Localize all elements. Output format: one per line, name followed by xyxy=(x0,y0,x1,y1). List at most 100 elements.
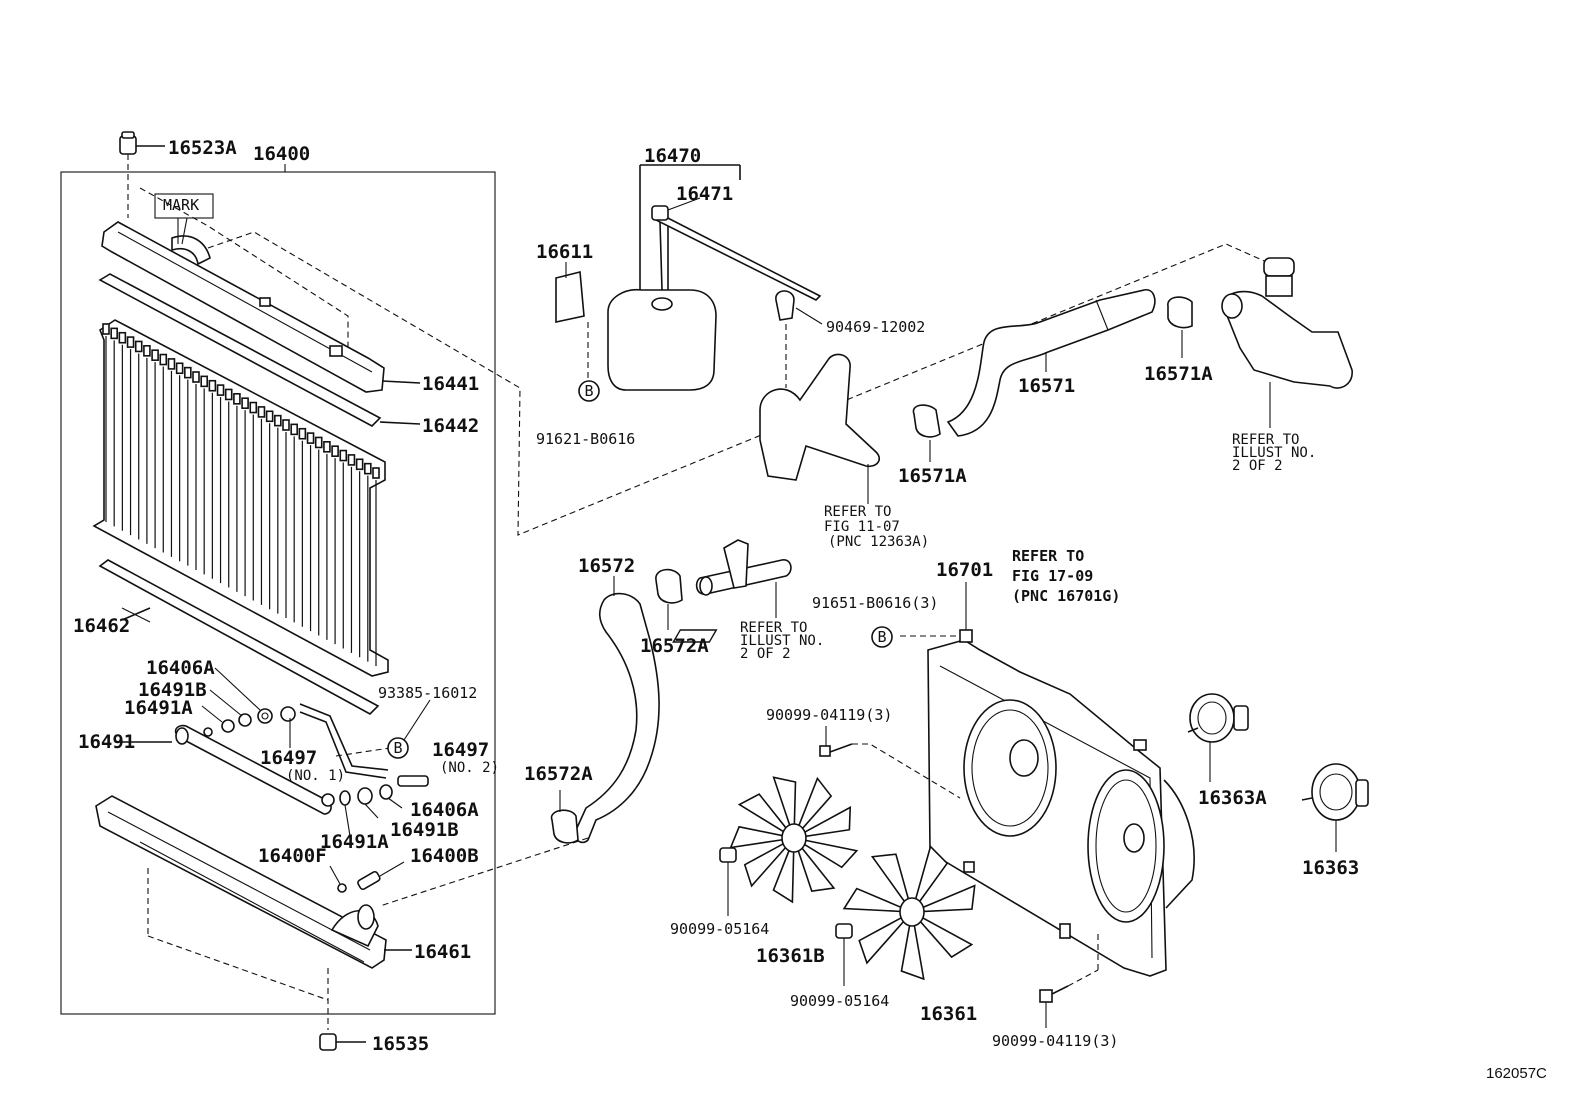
bubble-b-3: B xyxy=(871,626,893,648)
label-90099-05164-mid: 90099-05164 xyxy=(790,992,889,1010)
bracket-16611 xyxy=(555,270,585,323)
label-16363: 16363 xyxy=(1302,857,1359,879)
fan-motor-16363A xyxy=(1187,693,1249,782)
lower-hose-group xyxy=(379,539,792,907)
grommet-16535 xyxy=(319,1033,366,1051)
label-16572: 16572 xyxy=(578,555,635,577)
label-16611: 16611 xyxy=(536,241,593,263)
svg-text:B: B xyxy=(584,382,593,400)
fan-shroud-group xyxy=(672,582,1195,977)
svg-text:ILLUST NO.: ILLUST NO. xyxy=(1232,445,1316,461)
bubble-b-2: B xyxy=(387,737,409,759)
label-16491A-top: 16491A xyxy=(124,697,193,719)
callout-labels: 16523A 16400 MARK 16441 16442 16462 1640… xyxy=(73,137,1547,1082)
upper-radiator-hose-16571 xyxy=(946,289,1156,437)
label-93385: 93385-16012 xyxy=(378,684,477,702)
label-16491B-top: 16491B xyxy=(138,679,207,701)
engine-bracket xyxy=(759,353,881,481)
radiator-assembly-group xyxy=(60,131,1281,1051)
label-16491B-bot: 16491B xyxy=(390,819,459,841)
drain-fittings xyxy=(201,667,389,779)
label-16491A-bot: 16491A xyxy=(320,831,389,853)
label-16571: 16571 xyxy=(1018,375,1075,397)
svg-text:2 OF 2: 2 OF 2 xyxy=(1232,458,1283,474)
svg-text:(PNC 16701G): (PNC 16701G) xyxy=(1012,587,1120,605)
water-outlet xyxy=(1222,290,1353,389)
label-16461: 16461 xyxy=(414,941,471,963)
label-no1: (NO. 1) xyxy=(286,768,345,784)
label-16462: 16462 xyxy=(73,615,130,637)
radiator-assembly-box xyxy=(60,171,496,1015)
label-91651: 91651-B0616(3) xyxy=(812,594,938,612)
gasket-16462 xyxy=(98,559,380,715)
svg-text:B: B xyxy=(393,739,402,757)
bubble-b-1: B xyxy=(578,380,600,402)
note-refer-illust-top: REFER TO ILLUST NO. 2 OF 2 xyxy=(1232,432,1316,474)
svg-text:REFER TO: REFER TO xyxy=(824,504,891,520)
label-16363A: 16363A xyxy=(1198,787,1267,809)
label-90099-04119-top: 90099-04119(3) xyxy=(766,706,892,724)
radiator-core xyxy=(92,319,389,677)
label-16400B: 16400B xyxy=(410,845,479,867)
label-no2: (NO. 2) xyxy=(440,760,499,776)
note-refer-fig-1107: REFER TO FIG 11-07 (PNC 12363A) xyxy=(824,504,929,550)
svg-text:ILLUST NO.: ILLUST NO. xyxy=(740,633,824,649)
label-16470: 16470 xyxy=(644,145,701,167)
label-16471: 16471 xyxy=(676,183,733,205)
label-16497-no1: 16497 xyxy=(260,747,317,769)
label-16491: 16491 xyxy=(78,731,135,753)
dash-tank-to-hose xyxy=(139,187,349,350)
label-16572A-top: 16572A xyxy=(640,635,709,657)
fan-motor-16363 xyxy=(1301,763,1369,852)
label-16523A: 16523A xyxy=(168,137,237,159)
label-16701: 16701 xyxy=(936,559,993,581)
mark-box xyxy=(154,193,214,219)
svg-text:REFER TO: REFER TO xyxy=(1232,432,1299,448)
label-16400: 16400 xyxy=(253,143,310,165)
label-90469: 90469-12002 xyxy=(826,318,925,336)
reservoir-group xyxy=(555,164,822,391)
figure-id: 162057C xyxy=(1486,1065,1547,1082)
label-16400F: 16400F xyxy=(258,845,327,867)
label-90099-04119-bot: 90099-04119(3) xyxy=(992,1032,1118,1050)
note-refer-fig-1709: REFER TO FIG 17-09 (PNC 16701G) xyxy=(1012,547,1120,605)
reservoir-hose-16471 xyxy=(654,212,822,301)
svg-text:REFER TO: REFER TO xyxy=(1012,547,1084,565)
svg-text:(PNC 12363A): (PNC 12363A) xyxy=(828,534,929,550)
svg-text:B: B xyxy=(877,628,886,646)
svg-text:2 OF 2: 2 OF 2 xyxy=(740,646,791,662)
dash-tank-right xyxy=(207,231,1281,536)
label-16571A-left: 16571A xyxy=(898,465,967,487)
svg-text:FIG 17-09: FIG 17-09 xyxy=(1012,567,1093,585)
lower-fittings xyxy=(339,775,429,837)
label-16442: 16442 xyxy=(422,415,479,437)
lower-radiator-hose-16572 xyxy=(574,592,660,844)
fan-16361 xyxy=(842,845,976,981)
upper-tank-16441 xyxy=(101,221,421,393)
reservoir-tank-16470 xyxy=(607,288,717,391)
fan-16361B xyxy=(729,776,859,904)
label-16535: 16535 xyxy=(372,1033,429,1055)
lower-tank-16461 xyxy=(95,795,412,1030)
label-16441: 16441 xyxy=(422,373,479,395)
drain-cock xyxy=(329,861,405,893)
upper-hose-group xyxy=(759,257,1353,504)
core-fins xyxy=(102,323,380,666)
radiator-cap-16523A xyxy=(119,131,165,218)
label-16406A-top: 16406A xyxy=(146,657,215,679)
oil-cooler-16491 xyxy=(116,724,335,815)
svg-text:FIG 11-07: FIG 11-07 xyxy=(824,519,900,535)
fan-screws xyxy=(719,726,1099,1028)
label-16406A-bot: 16406A xyxy=(410,799,479,821)
note-refer-illust-mid: REFER TO ILLUST NO. 2 OF 2 xyxy=(740,620,824,662)
label-16497-no2: 16497 xyxy=(432,739,489,761)
label-mark: MARK xyxy=(163,196,199,214)
gasket-16442 xyxy=(98,273,421,427)
label-90099-05164-left: 90099-05164 xyxy=(670,920,769,938)
label-16572A-bot: 16572A xyxy=(524,763,593,785)
label-16571A-right: 16571A xyxy=(1144,363,1213,385)
svg-text:REFER TO: REFER TO xyxy=(740,620,807,636)
label-91621: 91621-B0616 xyxy=(536,430,635,448)
label-16361B: 16361B xyxy=(756,945,825,967)
